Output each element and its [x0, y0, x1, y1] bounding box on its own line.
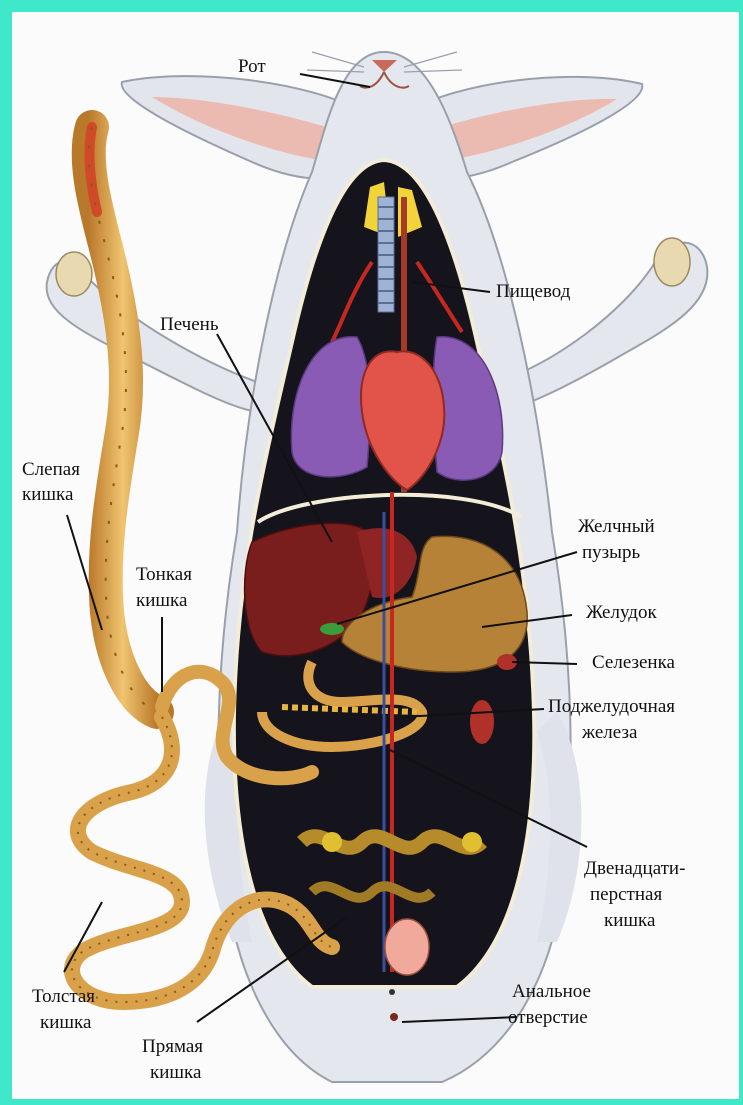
label-liver: Печень: [160, 314, 219, 335]
label-duodenum: Двенадцати- перстная кишка: [584, 858, 690, 931]
anus: [390, 1013, 398, 1021]
label-stomach: Желудок: [586, 602, 657, 623]
label-spleen: Селезенка: [592, 652, 676, 673]
label-rectum: Прямая кишка: [142, 1036, 208, 1083]
bladder: [385, 919, 429, 975]
label-small-intestine: Тонкая кишка: [136, 564, 197, 611]
label-gallbladder: Желчный пузырь: [578, 516, 659, 563]
label-large-intestine: Толстая кишка: [32, 986, 100, 1033]
label-esophagus: Пищевод: [496, 281, 571, 302]
gallbladder: [320, 623, 344, 635]
label-caecum: Слепая кишка: [22, 459, 85, 505]
rabbit-digestive-system-illustration: Рот Пищевод Печень Слепая кишка Тонкая к…: [12, 12, 743, 1099]
label-mouth: Рот: [238, 56, 266, 77]
